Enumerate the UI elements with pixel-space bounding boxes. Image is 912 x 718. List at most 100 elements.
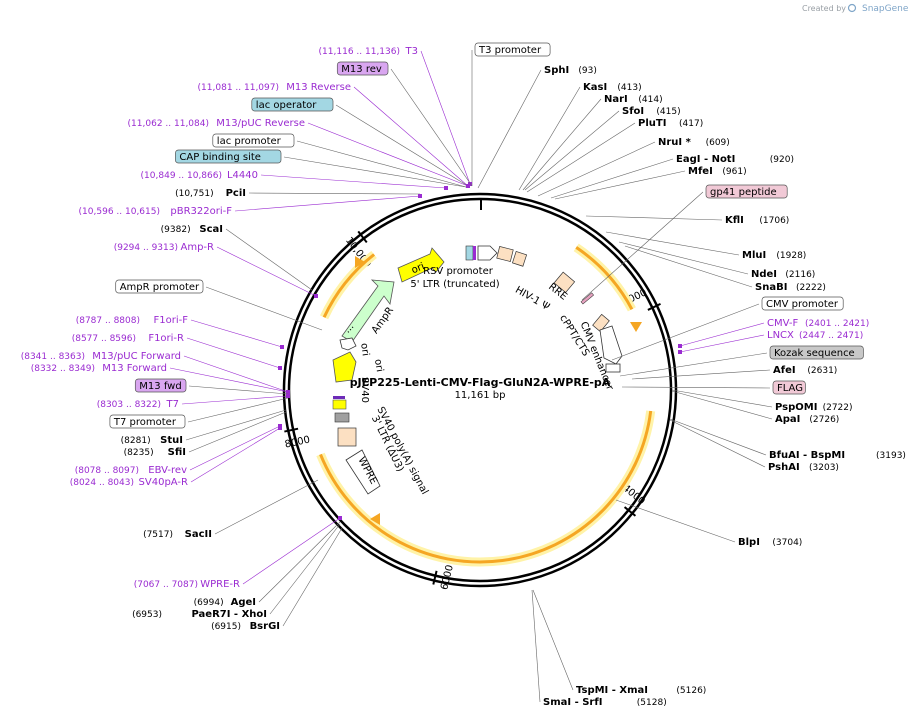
leader-smai bbox=[531, 589, 541, 703]
label-smai[interactable]: SmaI - SrfI(5128) bbox=[531, 589, 667, 708]
label-amp-r[interactable]: Amp-R(9294 .. 9313) bbox=[114, 242, 318, 298]
label-pos-bfuai: (3193) bbox=[876, 451, 906, 461]
leader-lac-operator bbox=[335, 104, 469, 187]
leader-blpi bbox=[615, 499, 736, 543]
label-sv40pa-r[interactable]: SV40pA-R(8024 .. 8043) bbox=[70, 426, 282, 488]
label-sfii[interactable]: SfiI(8235) bbox=[124, 411, 287, 458]
leader-sphi bbox=[477, 69, 542, 189]
label-cap[interactable]: CAP binding site bbox=[175, 149, 467, 188]
leader-sv40pa-r bbox=[190, 427, 281, 483]
label-wpre-r[interactable]: WPRE-R(7067 .. 7087) bbox=[134, 516, 342, 590]
label-m13-fwd[interactable]: M13 fwd bbox=[134, 378, 289, 395]
label-lncx[interactable]: LNCX(2447 .. 2471) bbox=[678, 330, 863, 354]
leader-mlui bbox=[605, 231, 740, 256]
label-pshai[interactable]: PshAI(3203) bbox=[669, 419, 839, 473]
label-pluti[interactable]: PluTI(417) bbox=[526, 118, 703, 193]
label-name-l4440: L4440 bbox=[227, 170, 258, 181]
primer-mark-lncx bbox=[678, 350, 682, 354]
credit-text: Created by bbox=[802, 4, 846, 13]
label-name-pspomi: PspOMI bbox=[775, 402, 817, 413]
hiv-psi-label: HIV-1 Ψ bbox=[513, 285, 551, 313]
label-tspmi[interactable]: TspMI - XmaI(5126) bbox=[532, 589, 706, 696]
leader-lac-promoter bbox=[296, 140, 467, 188]
label-ndei[interactable]: NdeI(2116) bbox=[618, 241, 815, 280]
label-name-apai: ApaI bbox=[775, 414, 800, 425]
label-pos-sacii: (7517) bbox=[143, 530, 173, 540]
label-t3-promoter[interactable]: T3 promoter bbox=[471, 42, 551, 186]
label-pos-pbr322: (10,596 .. 10,615) bbox=[79, 207, 160, 217]
label-name-sfii: SfiI bbox=[168, 447, 186, 458]
primer-mark-t7 bbox=[286, 394, 290, 398]
leader-agei bbox=[258, 521, 341, 603]
label-eagi-noti[interactable]: EagI - NotI(920) bbox=[550, 154, 794, 199]
leader-t7-promoter bbox=[187, 397, 289, 423]
label-m13-forward[interactable]: M13 Forward(8332 .. 8349) bbox=[31, 363, 290, 394]
leader-pshai bbox=[669, 419, 766, 468]
label-mfei[interactable]: MfeI(961) bbox=[554, 166, 747, 200]
tick-8000-mark bbox=[284, 427, 299, 433]
label-name-mlui: MluI bbox=[742, 250, 766, 261]
label-name-lac-operator: lac operator bbox=[256, 100, 317, 111]
sv40-polya-label: SV40 poly(A) signal bbox=[374, 405, 430, 496]
primer-mark-amp-r bbox=[314, 294, 318, 298]
label-kfli[interactable]: KflI(1706) bbox=[585, 215, 789, 226]
label-pos-mlui: (1928) bbox=[776, 251, 806, 261]
label-sfoi[interactable]: SfoI(415) bbox=[524, 106, 681, 191]
label-pos-blpi: (3704) bbox=[772, 538, 802, 548]
label-pbr322[interactable]: pBR322ori-F (10,596 .. 10,615) bbox=[79, 194, 422, 217]
label-bfuai[interactable]: BfuAI - BspMI(3193) bbox=[669, 418, 906, 461]
label-pspomi[interactable]: PspOMI (2722) bbox=[671, 389, 853, 413]
label-stui[interactable]: StuI(8281) bbox=[121, 409, 287, 446]
label-mlui[interactable]: MluI (1928) bbox=[605, 231, 806, 261]
label-cmv-f[interactable]: CMV-F(2401 .. 2421) bbox=[678, 318, 869, 348]
cmv-promoter-box bbox=[605, 363, 621, 373]
label-pos-cmv-f: (2401 .. 2421) bbox=[805, 319, 869, 329]
label-scai[interactable]: ScaI(9382) bbox=[161, 224, 313, 291]
label-nrui[interactable]: NruI *(609) bbox=[537, 137, 730, 197]
label-t7-promoter[interactable]: T7 promoter bbox=[109, 397, 289, 429]
label-afei[interactable]: AfeI(2631) bbox=[631, 365, 837, 380]
label-name-pbr322: pBR322ori-F bbox=[170, 206, 232, 217]
label-ampr-promoter[interactable]: AmpR promoter bbox=[115, 279, 323, 331]
label-lac-promoter[interactable]: lac promoter bbox=[212, 133, 467, 188]
label-kozak[interactable]: Kozak sequence bbox=[619, 345, 864, 377]
label-box-ampr-promoter bbox=[115, 279, 204, 294]
leader-paer7i bbox=[269, 523, 341, 615]
label-l4440[interactable]: L4440(10,849 .. 10,866) bbox=[141, 170, 448, 190]
arc-arrowhead-3 bbox=[355, 256, 365, 268]
label-gp41[interactable]: gp41 peptide bbox=[581, 184, 788, 301]
label-apai[interactable]: ApaI(2726) bbox=[671, 390, 839, 425]
label-pcii[interactable]: PciI(10,751) bbox=[175, 188, 421, 199]
label-pos-kasi: (413) bbox=[617, 83, 641, 93]
label-box-cap bbox=[175, 149, 282, 164]
label-pos-mfei: (961) bbox=[722, 167, 746, 177]
m13-rev-box bbox=[473, 246, 476, 260]
label-pos-m13-puc-reverse: (11,062 .. 11,084) bbox=[128, 119, 209, 129]
label-agei[interactable]: AgeI(6994) bbox=[194, 521, 341, 608]
label-blpi[interactable]: BlpI(3704) bbox=[615, 499, 802, 548]
label-lac-operator[interactable]: lac operator bbox=[251, 97, 469, 187]
label-cmv-promoter[interactable]: CMV promoter bbox=[611, 296, 844, 361]
label-f1ori-r[interactable]: F1ori-R(8577 .. 8596) bbox=[72, 333, 282, 370]
label-t7[interactable]: T7(8303 .. 8322) bbox=[97, 394, 290, 410]
label-snabi[interactable]: SnaBI(2222) bbox=[624, 245, 826, 293]
label-paer7i[interactable]: PaeR7I - XhoI(6953) bbox=[132, 523, 341, 620]
label-nari[interactable]: NarI(414) bbox=[522, 94, 663, 191]
label-name-sv40pa-r: SV40pA-R bbox=[139, 477, 188, 488]
label-name-ampr-promoter: AmpR promoter bbox=[120, 282, 200, 293]
label-pos-scai: (9382) bbox=[161, 225, 191, 235]
label-m13-puc-reverse[interactable]: M13/pUC Reverse(11,062 .. 11,084) bbox=[128, 118, 470, 188]
label-m13-rev[interactable]: M13 rev bbox=[336, 61, 473, 187]
label-sacii[interactable]: SacII(7517) bbox=[143, 479, 319, 540]
leader-m13-rev bbox=[390, 68, 473, 187]
label-pos-f1ori-f: (8787 .. 8808) bbox=[76, 316, 140, 326]
label-name-cmv-promoter: CMV promoter bbox=[766, 299, 839, 310]
label-pos-pspomi: (2722) bbox=[823, 403, 853, 413]
cmv-enhancer-arrow bbox=[599, 325, 623, 365]
label-flag[interactable]: FLAG bbox=[621, 380, 806, 395]
label-bsrgi[interactable]: BsrGI(6915) bbox=[211, 527, 343, 632]
label-f1ori-f[interactable]: F1ori-F(8787 .. 8808) bbox=[76, 315, 284, 349]
leader-m13-puc-forward bbox=[183, 355, 289, 393]
label-kasi[interactable]: KasI(413) bbox=[518, 82, 642, 191]
label-sphi[interactable]: SphI(93) bbox=[477, 65, 597, 189]
